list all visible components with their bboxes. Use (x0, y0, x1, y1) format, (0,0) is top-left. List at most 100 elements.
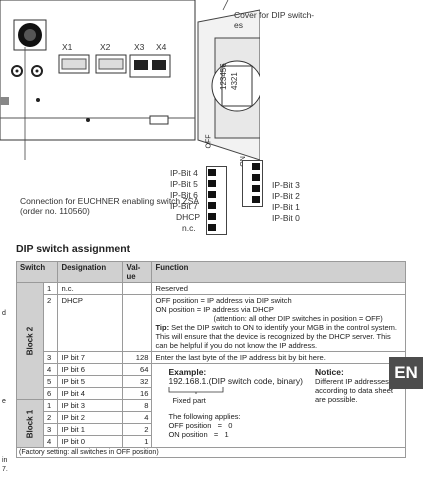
tip-label: Tip: (155, 323, 170, 332)
margin-fragment: d (2, 310, 6, 317)
header-designation: Designation (57, 261, 124, 283)
language-tab-en[interactable]: EN (389, 357, 423, 389)
fixed-part-label: Fixed part (172, 396, 206, 405)
dip-block-right-icon (242, 160, 263, 207)
section-title: DIP switch assignment (16, 243, 131, 255)
table-row: Block 2 1 n.c. Reserved (16, 282, 406, 400)
function-cell: Reserved (151, 282, 406, 295)
switch-cell: 6 (42, 387, 59, 400)
dip-cover-label: Cover for DIP switch- es (234, 10, 315, 30)
connector-label-x4: X4 (156, 42, 167, 52)
value-cell: 2 (122, 423, 153, 436)
switch-cell: 4 (42, 363, 59, 376)
ip-bit-0-label: IP-Bit 0 (272, 213, 300, 223)
connector-label-x2: X2 (100, 42, 111, 52)
block-1-label: Block 1 (25, 409, 35, 438)
designation-cell: IP bit 1 (57, 423, 124, 436)
ip-bit-4-label: IP-Bit 4 (170, 168, 198, 178)
table-row: Block 1 1 IP bit 3 8 (16, 399, 406, 448)
value-cell: 64 (122, 363, 153, 376)
value-cell: 128 (122, 351, 153, 364)
connector-label-x1: X1 (62, 42, 73, 52)
header-function: Function (151, 261, 406, 283)
value-cell (122, 282, 153, 295)
switch-cell: 1 (42, 399, 59, 412)
notice-block: Notice: Different IP addresses according… (315, 368, 393, 439)
designation-cell: n.c. (57, 282, 124, 295)
switch-cell: 2 (42, 411, 59, 424)
margin-fragment: 7. (2, 466, 8, 473)
value-cell: 32 (122, 375, 153, 388)
ip-bit-7-label: IP-Bit 7 (170, 201, 198, 211)
switch-cell: 1 (42, 282, 59, 295)
ip-bit-1-label: IP-Bit 1 (272, 202, 300, 212)
notice-title: Notice: (315, 367, 344, 377)
margin-fragment: e (2, 398, 6, 405)
table-footer-row: (Factory setting: all switches in OFF po… (16, 447, 406, 458)
designation-cell: IP bit 2 (57, 411, 124, 424)
ip-bit-2-label: IP-Bit 2 (272, 191, 300, 201)
dip-switch-schematic: OFF ON IP-Bit 4 IP-Bit 5 IP-Bit 6 IP-Bit… (170, 135, 360, 238)
on-value: ON position = 1 (168, 430, 229, 439)
dhcp-function-cell: OFF position = IP address via DIP switch… (151, 294, 406, 352)
value-cell: 8 (122, 399, 153, 412)
table-row: 2 DHCP OFF position = IP address via DIP… (17, 294, 406, 352)
ip-bit-3-label: IP-Bit 3 (272, 180, 300, 190)
table-header-row: Switch Designation Val- ue Function (15, 261, 406, 283)
dip-assignment-table: Switch Designation Val- ue Function Bloc… (15, 261, 406, 458)
value-cell: 1 (122, 435, 153, 448)
switch-cell: 3 (42, 351, 59, 364)
block-2-cell: Block 2 (16, 282, 44, 400)
svg-text:4321: 4321 (230, 72, 239, 90)
example-block: Example: 192.168.1.(DIP switch code, bin… (158, 367, 303, 440)
designation-cell: IP bit 4 (57, 387, 124, 400)
table-row: 4 IP bit 6 64 Example: 192.168.1.(DIP sw… (17, 363, 406, 448)
example-cell: Example: 192.168.1.(DIP switch code, bin… (151, 363, 406, 448)
function-cell: Enter the last byte of the IP address bi… (151, 351, 406, 364)
table-row: 5 IP bit 5 32 (17, 375, 406, 388)
designation-cell: IP bit 6 (57, 363, 124, 376)
example-value: 192.168.1.(DIP switch code, binary) (168, 376, 303, 386)
applies-label: The following applies: (168, 412, 241, 421)
designation-cell: IP bit 3 (57, 399, 124, 412)
example-layout: Example: 192.168.1.(DIP switch code, bin… (158, 367, 399, 440)
designation-cell: DHCP (57, 294, 124, 352)
value-cell (122, 294, 153, 352)
dhcp-tip: Tip: Set the DIP switch to ON to identif… (155, 323, 402, 350)
notice-text: Different IP addresses according to data… (315, 377, 393, 404)
connector-label-x3: X3 (134, 42, 145, 52)
tip-text: Set the DIP switch to ON to identify you… (155, 323, 397, 350)
ip-bit-6-label: IP-Bit 6 (170, 190, 198, 200)
dip-block-left-icon (206, 166, 227, 235)
fixed-part-bracket-icon (169, 387, 224, 394)
factory-setting-note: (Factory setting: all switches in OFF po… (16, 447, 406, 458)
dhcp-off-text: OFF position = IP address via DIP switch (155, 296, 292, 305)
header-value: Val- ue (122, 261, 153, 283)
off-on-label: OFF (206, 135, 213, 149)
nc-label: n.c. (182, 223, 196, 233)
off-value: OFF position = 0 (168, 421, 233, 430)
value-cell: 4 (122, 411, 153, 424)
designation-cell: IP bit 7 (57, 351, 124, 364)
example-title: Example: (168, 367, 207, 377)
value-cell: 16 (122, 387, 153, 400)
header-switch: Switch (15, 261, 59, 283)
switch-cell: 5 (42, 375, 59, 388)
table-row: 3 IP bit 7 128 Enter the last byte of th… (17, 351, 406, 364)
dhcp-attention-text: (attention: all other DIP switches in po… (213, 314, 383, 323)
off-label: OFF (205, 134, 213, 149)
switch-cell: 3 (42, 423, 59, 436)
dhcp-label: DHCP (176, 212, 201, 222)
ip-bit-5-label: IP-Bit 5 (170, 179, 198, 189)
svg-text:123456: 123456 (219, 63, 228, 90)
switch-cell: 4 (42, 435, 59, 448)
designation-cell: IP bit 0 (57, 435, 124, 448)
zsa-connection-label: Connection for EUCHNER enabling switch Z… (20, 196, 200, 216)
dhcp-on-text: ON position = IP address via DHCP (155, 305, 274, 314)
block-2-label: Block 2 (25, 326, 35, 356)
margin-fragment: in (2, 457, 8, 464)
device-illustration: 123456 4321 (0, 0, 260, 160)
block-1-cell: Block 1 (16, 399, 44, 448)
designation-cell: IP bit 5 (57, 375, 124, 388)
switch-cell: 2 (42, 294, 59, 352)
